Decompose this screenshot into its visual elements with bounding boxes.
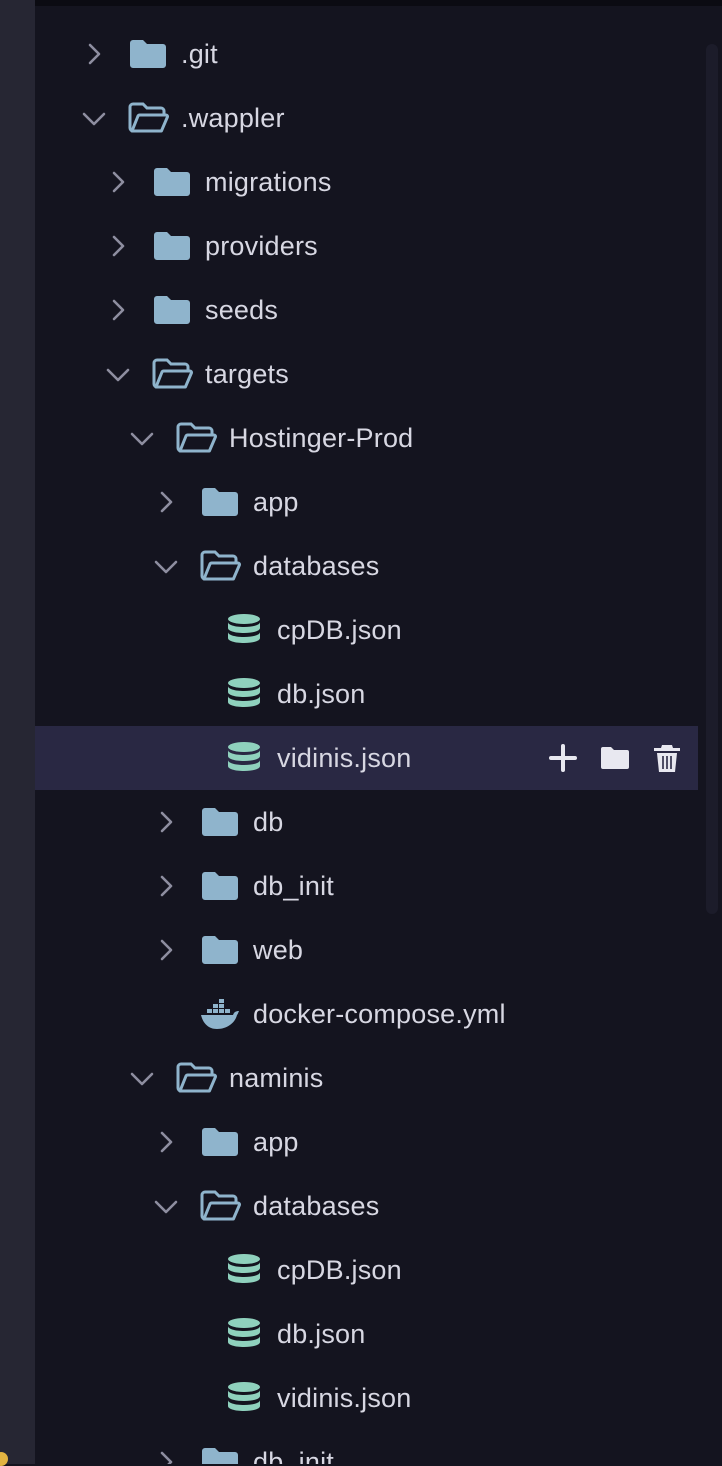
tree-item-databases[interactable]: databases	[35, 1174, 698, 1238]
tree-item-databases[interactable]: databases	[35, 534, 698, 598]
folder-open-icon	[199, 1189, 241, 1223]
new-folder-icon	[599, 742, 631, 774]
tree-item-cpdb-json[interactable]: cpDB.json	[35, 1238, 698, 1302]
chevron-right-icon[interactable]	[153, 937, 179, 963]
tree-item-db[interactable]: db	[35, 790, 698, 854]
folder-icon	[151, 165, 193, 199]
tree-item-db-init[interactable]: db_init	[35, 854, 698, 918]
chevron-down-icon[interactable]	[129, 425, 155, 451]
database-icon	[223, 677, 265, 711]
tree-item-label: cpDB.json	[277, 614, 402, 645]
docker-icon	[199, 997, 241, 1031]
tree-item-naminis[interactable]: naminis	[35, 1046, 698, 1110]
tree-item-docker-compose-yml[interactable]: docker-compose.yml	[35, 982, 698, 1046]
tree-item-label: naminis	[229, 1062, 324, 1093]
tree-item-label: db	[253, 806, 284, 837]
folder-icon	[151, 229, 193, 263]
tree-item-hostinger-prod[interactable]: Hostinger-Prod	[35, 406, 698, 470]
tree-item-label: Hostinger-Prod	[229, 422, 414, 453]
vertical-scrollbar[interactable]	[706, 44, 718, 914]
folder-icon	[199, 1445, 241, 1464]
folder-icon	[199, 933, 241, 967]
chevron-right-icon[interactable]	[105, 169, 131, 195]
tree-item-migrations[interactable]: migrations	[35, 150, 698, 214]
database-icon	[223, 1317, 265, 1351]
tree-item-label: app	[253, 1126, 299, 1157]
tree-item-label: databases	[253, 550, 380, 581]
chevron-right-icon[interactable]	[153, 489, 179, 515]
tree-item-app[interactable]: app	[35, 470, 698, 534]
folder-icon	[199, 1125, 241, 1159]
chevron-right-icon[interactable]	[153, 809, 179, 835]
new-folder-button[interactable]	[598, 741, 632, 775]
trash-icon	[651, 742, 683, 774]
chevron-down-icon[interactable]	[153, 1193, 179, 1219]
folder-open-icon	[151, 357, 193, 391]
chevron-down-icon[interactable]	[153, 553, 179, 579]
folder-icon	[199, 869, 241, 903]
folder-icon	[151, 293, 193, 327]
folder-open-icon	[175, 421, 217, 455]
tree-item-db-init[interactable]: db_init	[35, 1430, 698, 1464]
activity-bar	[0, 0, 35, 1464]
tree-item-app[interactable]: app	[35, 1110, 698, 1174]
tree-item-vidinis-json[interactable]: vidinis.json	[35, 1366, 698, 1430]
folder-icon	[199, 485, 241, 519]
status-dot	[0, 1452, 8, 1466]
tree-item-wappler[interactable]: .wappler	[35, 86, 698, 150]
tree-item-label: targets	[205, 358, 289, 389]
add-file-button[interactable]	[546, 741, 580, 775]
tree-item-git[interactable]: .git	[35, 22, 698, 86]
chevron-right-icon[interactable]	[81, 41, 107, 67]
folder-icon	[199, 805, 241, 839]
tree-item-label: vidinis.json	[277, 742, 412, 773]
tree-item-web[interactable]: web	[35, 918, 698, 982]
chevron-down-icon[interactable]	[105, 361, 131, 387]
tree-item-label: db_init	[253, 1446, 334, 1465]
tree-item-seeds[interactable]: seeds	[35, 278, 698, 342]
tree-item-label: providers	[205, 230, 318, 261]
file-explorer-panel: .git .wappler migrations providers seeds targ…	[35, 6, 722, 1464]
tree-item-vidinis-json[interactable]: vidinis.json	[35, 726, 698, 790]
row-actions	[546, 726, 684, 790]
tree-item-targets[interactable]: targets	[35, 342, 698, 406]
chevron-down-icon[interactable]	[81, 105, 107, 131]
folder-open-icon	[175, 1061, 217, 1095]
database-icon	[223, 613, 265, 647]
delete-button[interactable]	[650, 741, 684, 775]
tree-item-label: docker-compose.yml	[253, 998, 506, 1029]
tree-item-providers[interactable]: providers	[35, 214, 698, 278]
tree-item-label: .wappler	[181, 102, 285, 133]
chevron-right-icon[interactable]	[153, 1129, 179, 1155]
tree-item-label: databases	[253, 1190, 380, 1221]
add-icon	[547, 742, 579, 774]
tree-item-cpdb-json[interactable]: cpDB.json	[35, 598, 698, 662]
database-icon	[223, 741, 265, 775]
chevron-right-icon[interactable]	[153, 1449, 179, 1464]
file-tree: .git .wappler migrations providers seeds targ…	[35, 22, 698, 1464]
folder-open-icon	[127, 101, 169, 135]
tree-item-label: db.json	[277, 1318, 366, 1349]
tree-item-db-json[interactable]: db.json	[35, 1302, 698, 1366]
database-icon	[223, 1253, 265, 1287]
tree-item-label: db.json	[277, 678, 366, 709]
folder-icon	[127, 37, 169, 71]
tree-item-label: cpDB.json	[277, 1254, 402, 1285]
tree-item-label: .git	[181, 38, 218, 69]
folder-open-icon	[199, 549, 241, 583]
chevron-right-icon[interactable]	[153, 873, 179, 899]
database-icon	[223, 1381, 265, 1415]
tree-item-label: app	[253, 486, 299, 517]
tree-item-label: migrations	[205, 166, 332, 197]
tree-item-label: web	[253, 934, 304, 965]
panel-top-border	[35, 0, 722, 6]
tree-item-label: db_init	[253, 870, 334, 901]
chevron-right-icon[interactable]	[105, 233, 131, 259]
tree-item-label: vidinis.json	[277, 1382, 412, 1413]
chevron-right-icon[interactable]	[105, 297, 131, 323]
tree-item-label: seeds	[205, 294, 279, 325]
chevron-down-icon[interactable]	[129, 1065, 155, 1091]
tree-item-db-json[interactable]: db.json	[35, 662, 698, 726]
